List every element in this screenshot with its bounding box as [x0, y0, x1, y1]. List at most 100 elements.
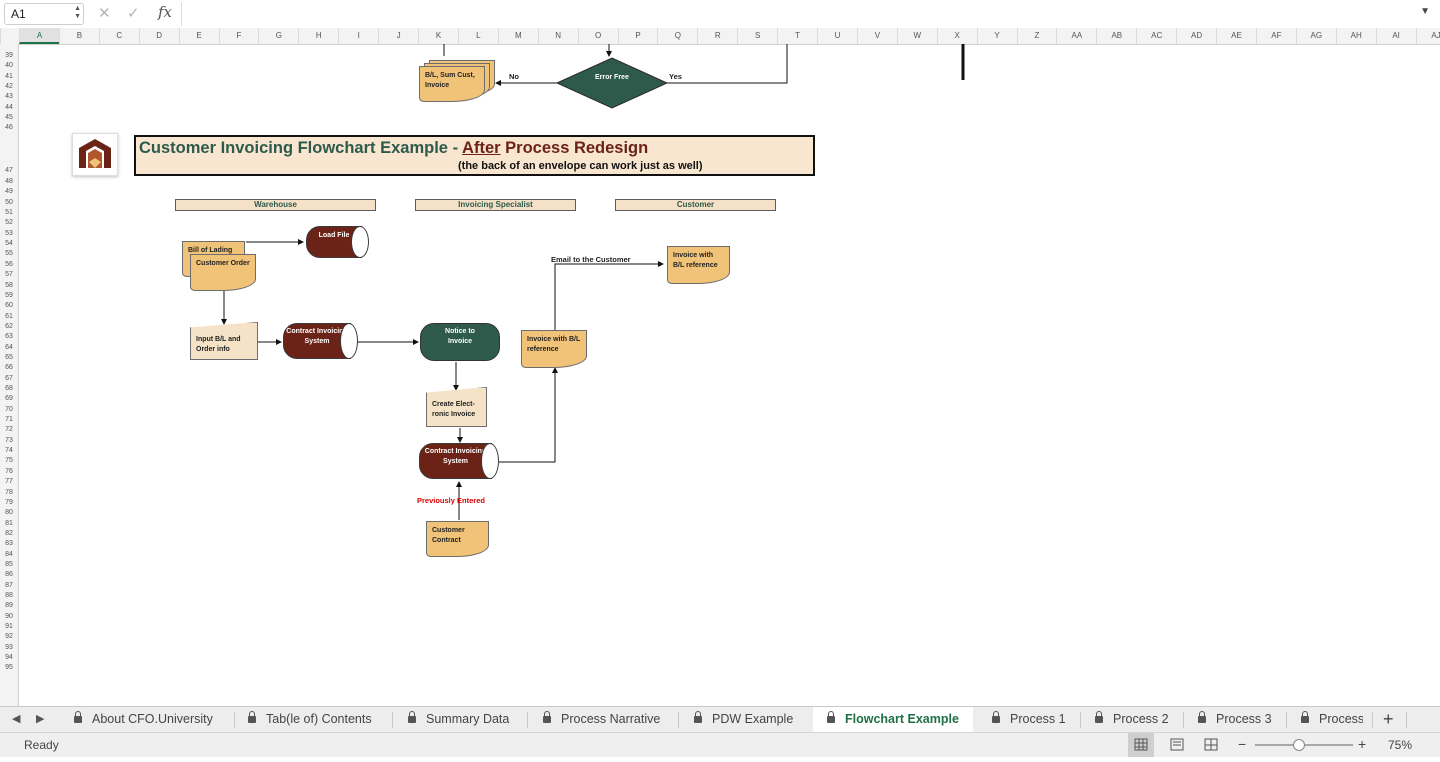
- column-header-m[interactable]: M: [498, 28, 538, 44]
- tab-flowchart-example[interactable]: Flowchart Example: [813, 707, 973, 735]
- row-header-68[interactable]: 68: [0, 385, 18, 392]
- row-header-59[interactable]: 59: [0, 292, 18, 299]
- row-header-39[interactable]: 39: [0, 52, 18, 59]
- tab-process-1[interactable]: Process 1: [992, 707, 1066, 733]
- row-header-40[interactable]: 40: [0, 62, 18, 69]
- column-header-c[interactable]: C: [99, 28, 139, 44]
- row-header-80[interactable]: 80: [0, 509, 18, 516]
- column-header-z[interactable]: Z: [1017, 28, 1057, 44]
- column-header-s[interactable]: S: [737, 28, 777, 44]
- row-header-82[interactable]: 82: [0, 530, 18, 537]
- tab-process-3[interactable]: Process 3: [1198, 707, 1272, 733]
- row-header-94[interactable]: 94: [0, 654, 18, 661]
- row-header-93[interactable]: 93: [0, 644, 18, 651]
- column-header-x[interactable]: X: [937, 28, 977, 44]
- row-header-62[interactable]: 62: [0, 323, 18, 330]
- tab-scroll-right-icon[interactable]: ▶: [36, 712, 44, 725]
- column-header-af[interactable]: AF: [1256, 28, 1296, 44]
- row-header-56[interactable]: 56: [0, 261, 18, 268]
- column-header-g[interactable]: G: [258, 28, 298, 44]
- row-header-73[interactable]: 73: [0, 437, 18, 444]
- row-header-74[interactable]: 74: [0, 447, 18, 454]
- column-header-a[interactable]: A: [19, 28, 59, 44]
- row-header-64[interactable]: 64: [0, 344, 18, 351]
- zoom-out-button[interactable]: −: [1238, 736, 1246, 752]
- row-header-42[interactable]: 42: [0, 83, 18, 90]
- column-header-aj[interactable]: AJ: [1416, 28, 1440, 44]
- row-header-76[interactable]: 76: [0, 468, 18, 475]
- row-header-81[interactable]: 81: [0, 520, 18, 527]
- row-header-75[interactable]: 75: [0, 457, 18, 464]
- column-header-j[interactable]: J: [378, 28, 418, 44]
- tab-table-of-contents[interactable]: Tab(le of) Contents: [248, 707, 372, 733]
- row-header-78[interactable]: 78: [0, 489, 18, 496]
- row-header-86[interactable]: 86: [0, 571, 18, 578]
- row-header-70[interactable]: 70: [0, 406, 18, 413]
- row-header-52[interactable]: 52: [0, 219, 18, 226]
- page-break-view-icon[interactable]: [1198, 733, 1224, 757]
- column-header-v[interactable]: V: [857, 28, 897, 44]
- column-header-w[interactable]: W: [897, 28, 937, 44]
- column-header-ac[interactable]: AC: [1136, 28, 1176, 44]
- column-header-aa[interactable]: AA: [1056, 28, 1096, 44]
- zoom-slider-thumb[interactable]: [1293, 739, 1305, 751]
- tab-scroll-left-icon[interactable]: ◀: [12, 712, 20, 725]
- column-header-ah[interactable]: AH: [1336, 28, 1376, 44]
- row-header-66[interactable]: 66: [0, 364, 18, 371]
- row-header-69[interactable]: 69: [0, 395, 18, 402]
- column-header-h[interactable]: H: [298, 28, 338, 44]
- column-header-f[interactable]: F: [219, 28, 259, 44]
- row-header-72[interactable]: 72: [0, 426, 18, 433]
- row-header-43[interactable]: 43: [0, 93, 18, 100]
- column-header-b[interactable]: B: [59, 28, 99, 44]
- add-sheet-button[interactable]: +: [1383, 709, 1394, 730]
- row-header-55[interactable]: 55: [0, 250, 18, 257]
- row-header-65[interactable]: 65: [0, 354, 18, 361]
- row-header-79[interactable]: 79: [0, 499, 18, 506]
- confirm-icon[interactable]: ✓: [127, 4, 140, 22]
- tab-summary-data[interactable]: Summary Data: [408, 707, 509, 733]
- row-header-83[interactable]: 83: [0, 540, 18, 547]
- row-header-77[interactable]: 77: [0, 478, 18, 485]
- row-header-95[interactable]: 95: [0, 664, 18, 671]
- zoom-level[interactable]: 75%: [1388, 738, 1412, 752]
- row-header-60[interactable]: 60: [0, 302, 18, 309]
- column-header-o[interactable]: O: [578, 28, 618, 44]
- column-header-ad[interactable]: AD: [1176, 28, 1216, 44]
- row-header-47[interactable]: 47: [0, 167, 18, 174]
- row-header-84[interactable]: 84: [0, 551, 18, 558]
- row-header-92[interactable]: 92: [0, 633, 18, 640]
- row-header-85[interactable]: 85: [0, 561, 18, 568]
- row-header-90[interactable]: 90: [0, 613, 18, 620]
- row-header-41[interactable]: 41: [0, 73, 18, 80]
- column-header-y[interactable]: Y: [977, 28, 1017, 44]
- row-header-57[interactable]: 57: [0, 271, 18, 278]
- column-header-p[interactable]: P: [618, 28, 658, 44]
- name-box[interactable]: A1 ▲▼: [4, 3, 84, 25]
- tab-process-narrative[interactable]: Process Narrative: [543, 707, 660, 733]
- column-header-k[interactable]: K: [418, 28, 458, 44]
- row-header-44[interactable]: 44: [0, 104, 18, 111]
- row-header-58[interactable]: 58: [0, 282, 18, 289]
- row-header-49[interactable]: 49: [0, 188, 18, 195]
- column-header-i[interactable]: I: [338, 28, 378, 44]
- page-layout-view-icon[interactable]: [1164, 733, 1190, 757]
- column-header-n[interactable]: N: [538, 28, 578, 44]
- fx-icon[interactable]: fx: [158, 3, 172, 21]
- row-header-71[interactable]: 71: [0, 416, 18, 423]
- column-header-d[interactable]: D: [139, 28, 179, 44]
- tab-process-4[interactable]: Process: [1301, 707, 1363, 733]
- column-header-q[interactable]: Q: [657, 28, 697, 44]
- column-header-r[interactable]: R: [697, 28, 737, 44]
- worksheet-grid[interactable]: B/L, Sum Cust, Invoice Error Free No Yes…: [19, 44, 1440, 706]
- row-header-63[interactable]: 63: [0, 333, 18, 340]
- row-header-50[interactable]: 50: [0, 199, 18, 206]
- row-header-88[interactable]: 88: [0, 592, 18, 599]
- column-header-ag[interactable]: AG: [1296, 28, 1336, 44]
- zoom-in-button[interactable]: +: [1358, 736, 1366, 752]
- tab-about-cfo-university[interactable]: About CFO.University: [74, 707, 213, 733]
- column-header-ai[interactable]: AI: [1376, 28, 1416, 44]
- cancel-icon[interactable]: ✕: [98, 4, 111, 22]
- tab-pdw-example[interactable]: PDW Example: [694, 707, 793, 733]
- row-header-89[interactable]: 89: [0, 602, 18, 609]
